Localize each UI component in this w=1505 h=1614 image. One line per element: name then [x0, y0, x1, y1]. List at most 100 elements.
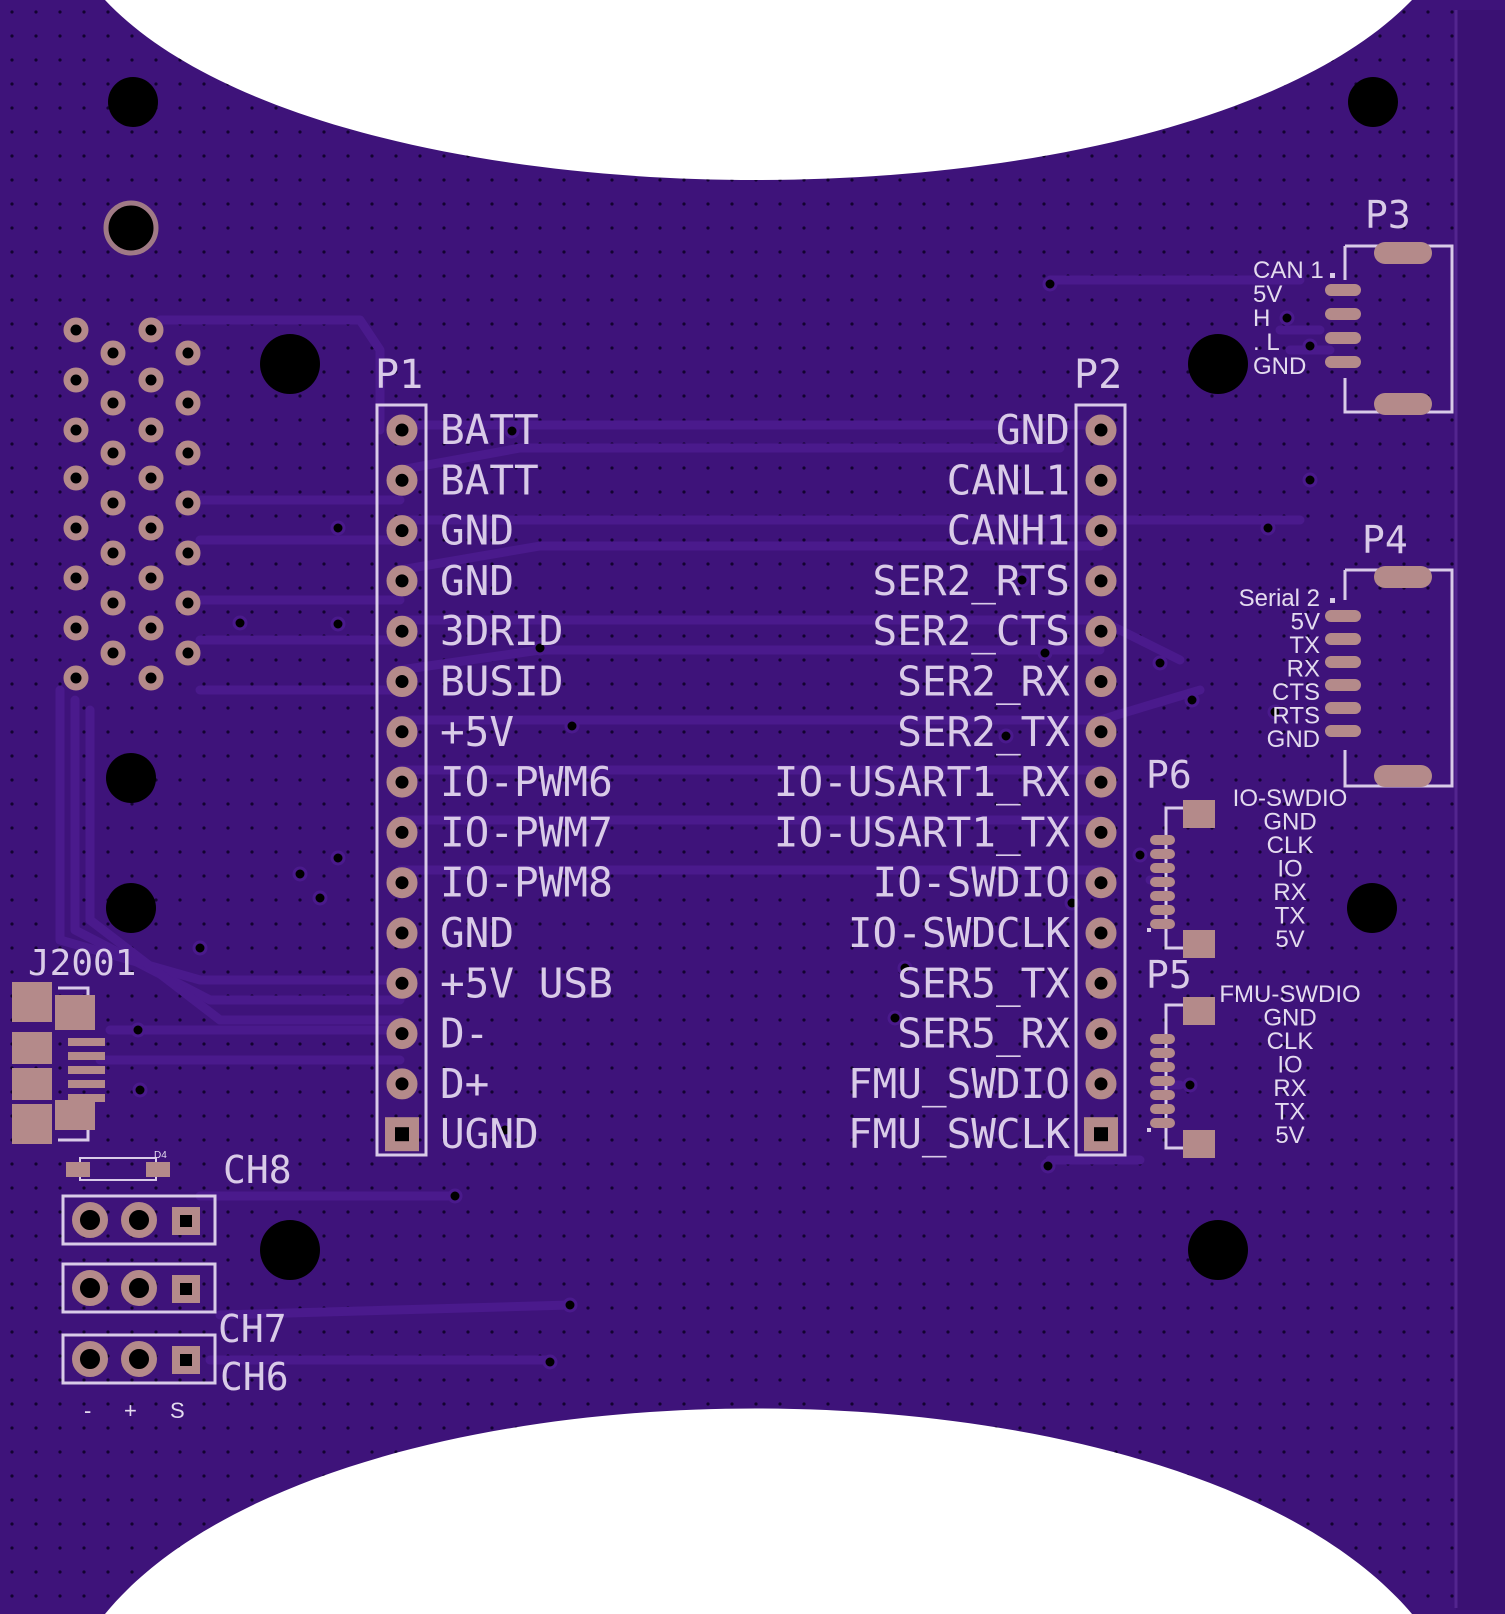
d4-led — [66, 1157, 170, 1181]
servo-pin-plus: + — [124, 1398, 137, 1423]
p1-pad — [386, 565, 418, 597]
p2-pin-labels: GNDCANL1CANH1SER2_RTSSER2_CTSSER2_RXSER2… — [774, 406, 1071, 1158]
p5-pin-label: 5V — [1275, 1122, 1304, 1149]
p1-pin-labels: BATTBATTGNDGND3DRIDBUSID+5VIO-PWM6IO-PWM… — [440, 406, 613, 1158]
p2-pin-label: SER5_RX — [897, 1010, 1070, 1058]
p1-pin-label: D- — [440, 1010, 489, 1058]
servo-ch8-label: CH8 — [223, 1148, 292, 1192]
p6-pin-label: GND — [1263, 809, 1316, 836]
p2-pin-label: IO-USART1_TX — [774, 808, 1071, 856]
p1-pad — [386, 1018, 418, 1050]
p1-pad — [386, 615, 418, 647]
p2-pad-hole — [1094, 1127, 1108, 1142]
p5-pin-label: FMU-SWDIO — [1219, 981, 1360, 1008]
p4-pin-label: RX — [1287, 656, 1320, 683]
p2-pad — [1085, 515, 1117, 547]
p1-pin-label: IO-PWM6 — [440, 758, 613, 806]
p4-pin-label: Serial 2 — [1239, 585, 1320, 612]
p3-pin-label: H — [1253, 305, 1270, 332]
p2-ref: P2 — [1074, 352, 1122, 398]
p6-connector — [1147, 800, 1215, 958]
p2-pad — [1085, 917, 1117, 949]
p1-pin-label: BUSID — [440, 658, 563, 706]
p2-pad — [1085, 1068, 1117, 1100]
p4-connector — [1325, 566, 1454, 788]
p1-pad — [386, 716, 418, 748]
j2001-ref: J2001 — [28, 943, 136, 984]
p2-pad — [1085, 414, 1117, 446]
board-edge-strip — [1456, 10, 1505, 1610]
p2-pad — [1085, 816, 1117, 848]
p5-ref: P5 — [1146, 953, 1192, 997]
p6-pin-label: IO-SWDIO — [1233, 785, 1348, 812]
p1-pad — [386, 917, 418, 949]
p2-pin-label: FMU_SWDIO — [848, 1060, 1070, 1108]
p5-pin-label: GND — [1263, 1005, 1316, 1032]
p3-ref: P3 — [1365, 193, 1411, 237]
p5-pin-label: RX — [1273, 1075, 1306, 1102]
p1-pad — [386, 967, 418, 999]
p1-pad — [386, 464, 418, 496]
p4-pin-label: TX — [1289, 632, 1320, 659]
p2-pin-label: IO-USART1_RX — [774, 758, 1071, 806]
p3-pin-label: CAN 1 — [1253, 257, 1324, 284]
p4-pin-label: CTS — [1272, 679, 1320, 706]
p1-pin-label: BATT — [440, 456, 539, 504]
p1-pad — [386, 1068, 418, 1100]
p1-pin-label: IO-PWM8 — [440, 859, 613, 907]
d4-ref: D4 — [154, 1150, 167, 1161]
p1-pin-label: BATT — [440, 406, 539, 454]
p3-pin-label: GND — [1253, 353, 1306, 380]
p4-pin-label: GND — [1267, 726, 1320, 753]
servo-pin-minus: - — [84, 1398, 91, 1423]
servo-ch6-label: CH6 — [220, 1355, 289, 1399]
p6-pin-label: CLK — [1267, 832, 1314, 859]
p2-pin-label: CANH1 — [947, 507, 1070, 555]
mounting-holes — [103, 77, 1398, 1280]
p1-pin-label: IO-PWM7 — [440, 808, 613, 856]
servo-ch7-label: CH7 — [218, 1307, 287, 1351]
p2-pin-label: GND — [996, 406, 1070, 454]
vias — [130, 276, 1318, 1370]
p2-pin-label: FMU_SWCLK — [848, 1110, 1070, 1158]
servo-header-ch6 — [61, 1333, 217, 1385]
p1-pin-label: +5V — [440, 708, 514, 756]
p1-ref: P1 — [375, 352, 423, 398]
p6-pin-label: TX — [1275, 903, 1306, 930]
p2-pin-label: SER2_RX — [897, 658, 1070, 706]
p4-pin-label: 5V — [1291, 609, 1320, 636]
p4-ref: P4 — [1362, 518, 1408, 562]
servo-header-ch8 — [61, 1194, 217, 1246]
p2-pad — [1085, 666, 1117, 697]
copper-traces — [55, 275, 1335, 1365]
p1-pin-label: GND — [440, 507, 514, 555]
p1-pad — [386, 666, 418, 697]
p1-header — [375, 403, 428, 1157]
p2-pad — [1085, 565, 1117, 597]
p2-pin-label: SER2_TX — [897, 708, 1070, 756]
p2-pin-label: SER2_RTS — [873, 557, 1070, 605]
p1-pin-label: GND — [440, 909, 514, 957]
p5-pin-label: IO — [1277, 1052, 1302, 1079]
p2-pin-label: IO-SWDCLK — [848, 909, 1070, 957]
p5-connector — [1147, 997, 1215, 1158]
p5-pin-label: CLK — [1267, 1028, 1314, 1055]
p4-pin-label: RTS — [1272, 703, 1320, 730]
servo-pin-signal: S — [170, 1398, 185, 1423]
p5-pin-label: TX — [1275, 1099, 1306, 1126]
p2-pin-label: CANL1 — [947, 456, 1070, 504]
p3-connector — [1325, 242, 1454, 415]
p2-pad — [1085, 967, 1117, 999]
p2-pad — [1085, 615, 1117, 647]
p1-pin-label: UGND — [440, 1110, 539, 1158]
p1-pin-label: GND — [440, 557, 514, 605]
p1-pad — [386, 766, 418, 798]
p1-pin-label: +5V USB — [440, 959, 613, 1007]
p2-pin-label: SER2_CTS — [873, 607, 1070, 655]
p2-pad — [1085, 1018, 1117, 1050]
p2-pin-label: IO-SWDIO — [873, 859, 1070, 907]
p1-pin-label: 3DRID — [440, 607, 563, 655]
